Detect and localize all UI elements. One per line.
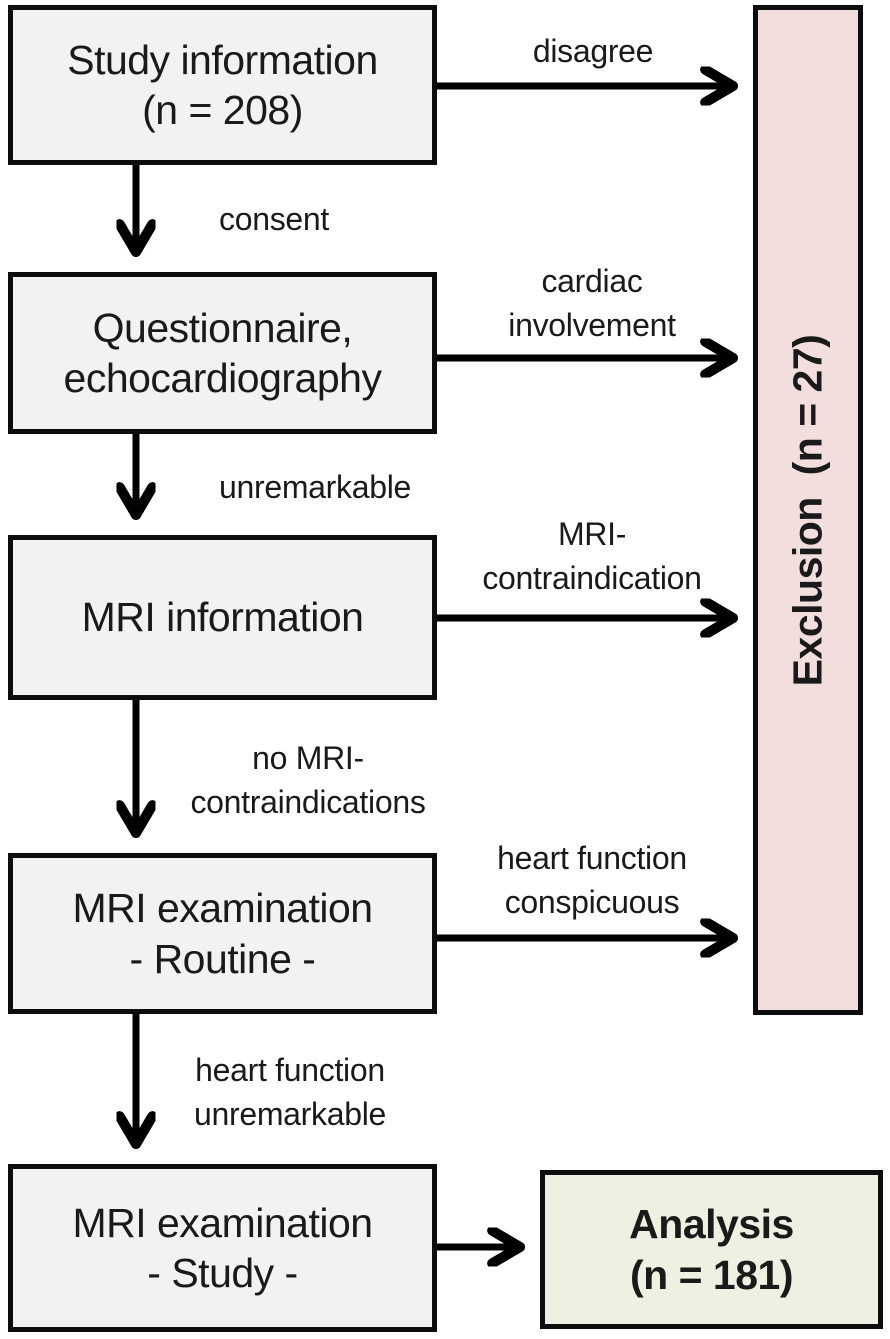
step-box-study-information: Study information (n = 208) <box>8 5 437 165</box>
edge-label-heart-function-conspicuous: heart function conspicuous <box>497 839 687 920</box>
step-box-mri-information: MRI information <box>8 535 437 700</box>
step-box-mri-examination-study: MRI examination - Study - <box>8 1164 437 1332</box>
analysis-label: Analysis (n = 181) <box>629 1201 794 1298</box>
step-label-mri-information: MRI information <box>81 594 364 641</box>
edge-label-cardiac-involvement: cardiac involvement <box>508 262 676 343</box>
step-label-mri-examination-study: MRI examination - Study - <box>72 1199 373 1296</box>
edge-label-heart-function-unremarkable: heart function unremarkable <box>193 1051 387 1132</box>
edge-label-unremarkable: unremarkable <box>218 468 412 505</box>
edge-label-mri-contraindication: MRI- contraindication <box>482 515 702 596</box>
step-label-study-information: Study information (n = 208) <box>67 36 378 133</box>
step-label-questionnaire-echocardiography: Questionnaire, echocardiography <box>63 304 382 401</box>
edge-label-consent: consent <box>219 200 329 237</box>
step-box-mri-examination-routine: MRI examination - Routine - <box>8 853 437 1014</box>
exclusion-box: Exclusion (n = 27) <box>753 5 863 1015</box>
analysis-box: Analysis (n = 181) <box>540 1170 883 1329</box>
edge-label-disagree: disagree <box>532 32 654 69</box>
exclusion-label: Exclusion (n = 27) <box>784 334 831 686</box>
step-box-questionnaire-echocardiography: Questionnaire, echocardiography <box>8 272 437 434</box>
edge-label-no-mri-contraindications: no MRI- contraindications <box>190 739 426 820</box>
step-label-mri-examination-routine: MRI examination - Routine - <box>72 885 373 982</box>
